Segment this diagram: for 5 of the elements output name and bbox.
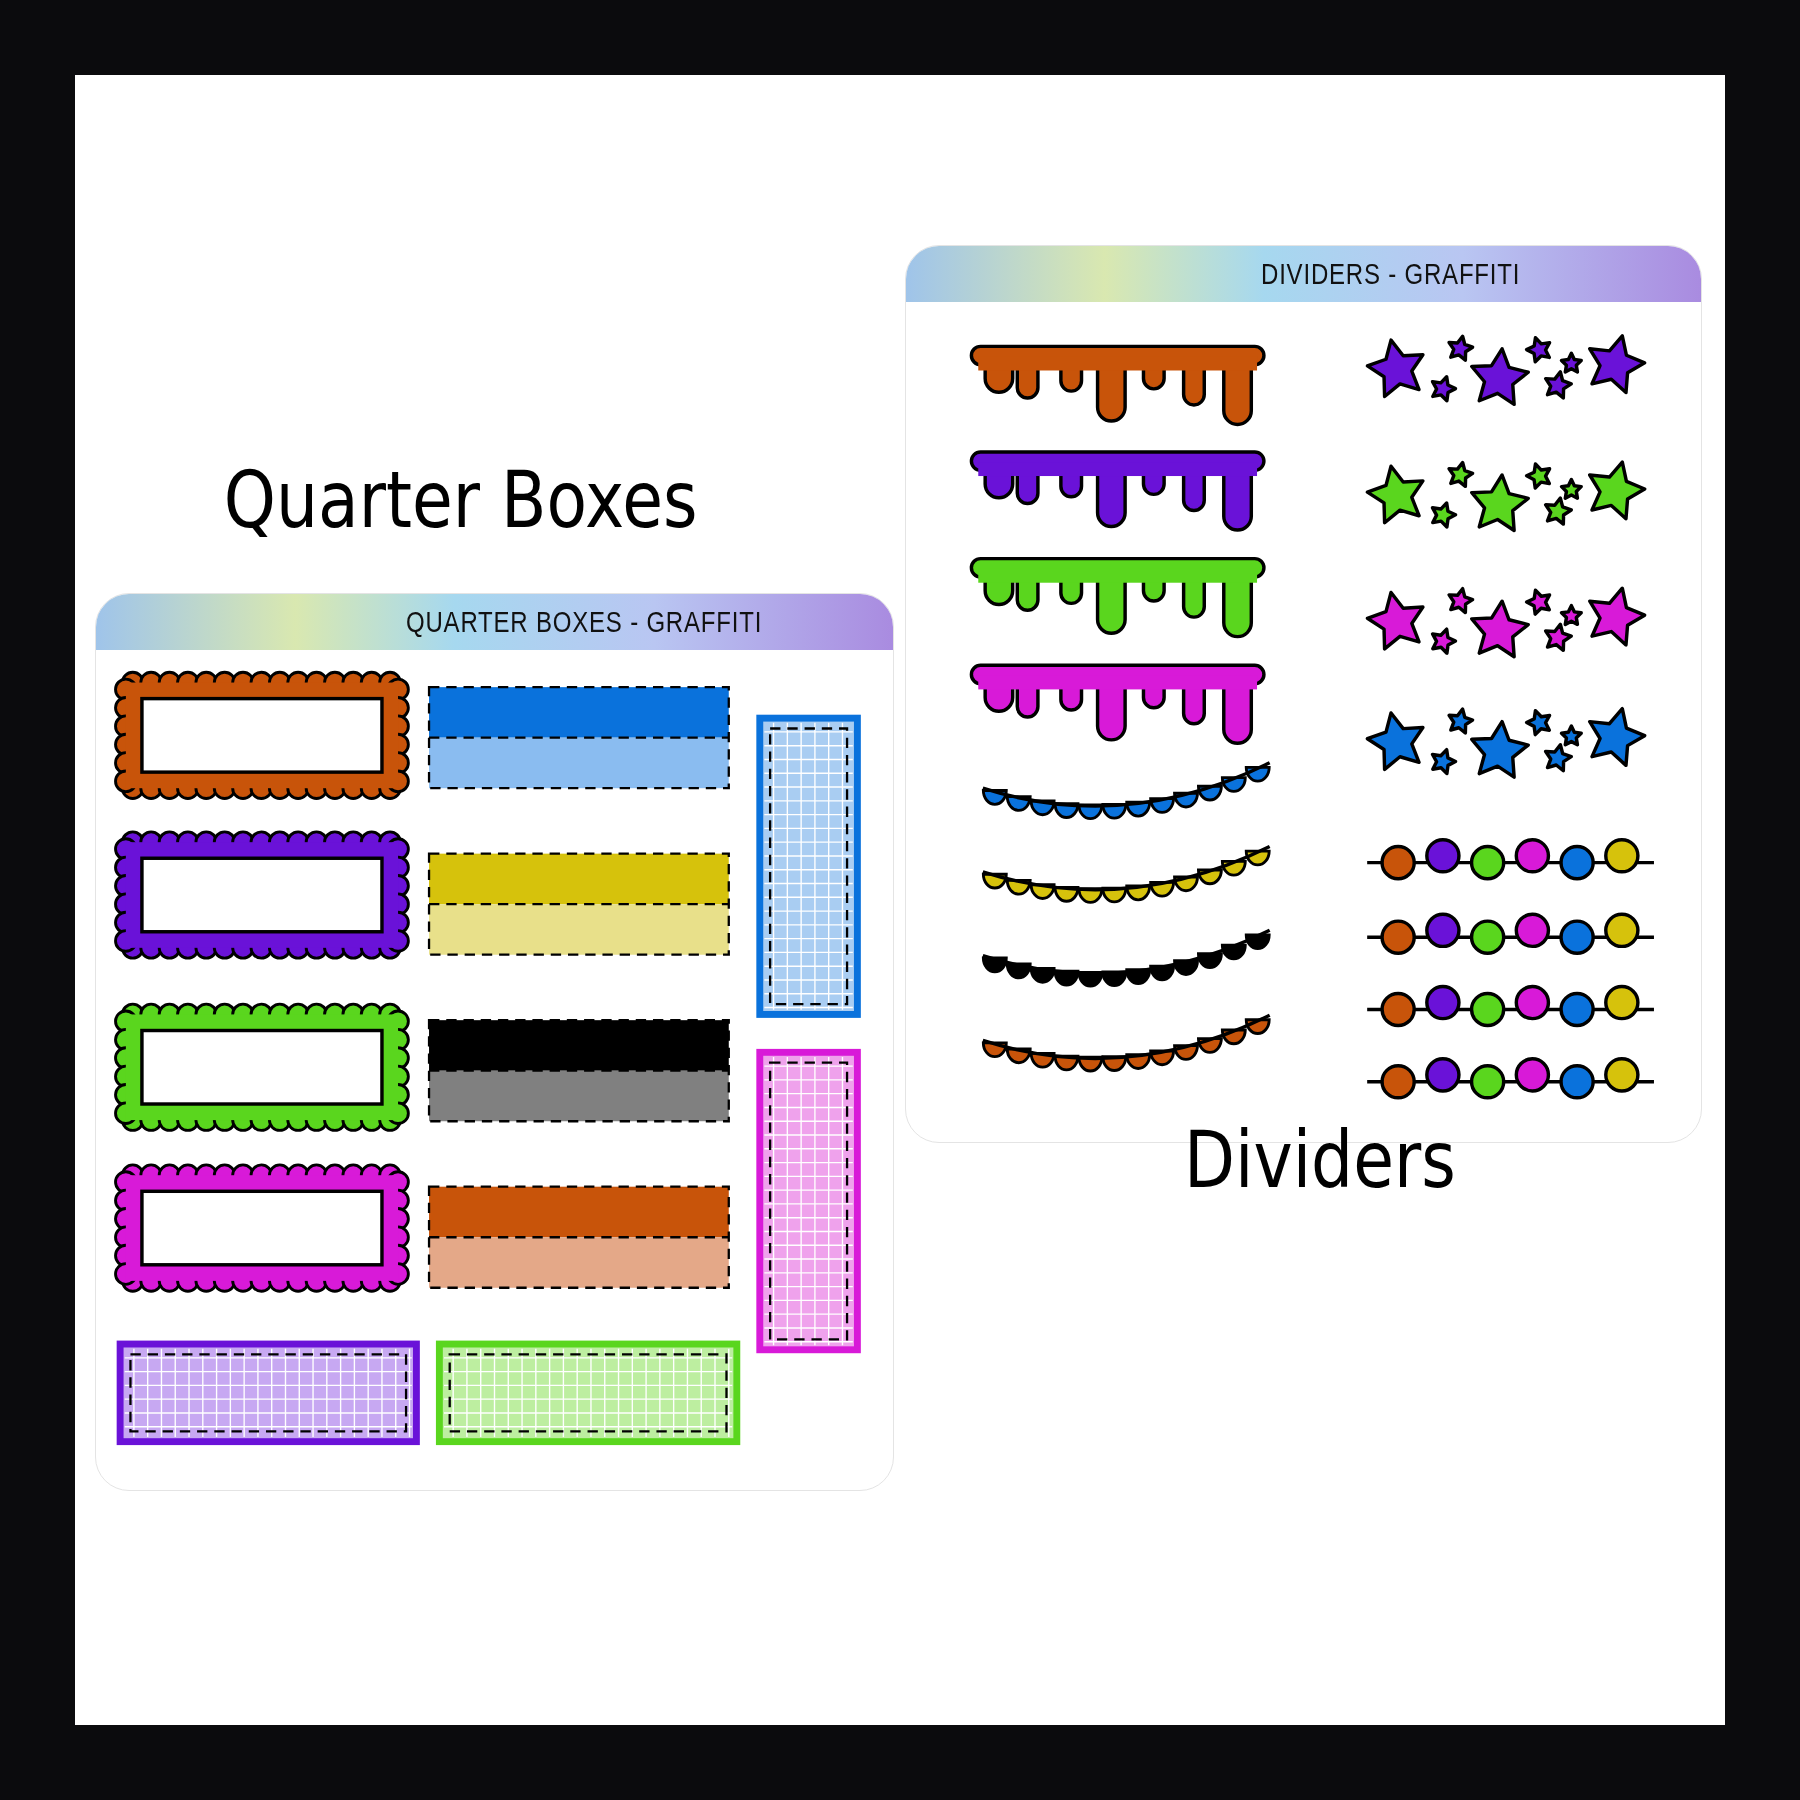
sheet-heading: DIVIDERS - GRAFFITI [1261, 257, 1521, 291]
sheet-title: Dividers [1184, 1115, 1456, 1205]
sticker-sheet [95, 593, 894, 1491]
sheet-title: Quarter Boxes [223, 455, 698, 545]
sheet-heading: QUARTER BOXES - GRAFFITI [406, 605, 763, 639]
